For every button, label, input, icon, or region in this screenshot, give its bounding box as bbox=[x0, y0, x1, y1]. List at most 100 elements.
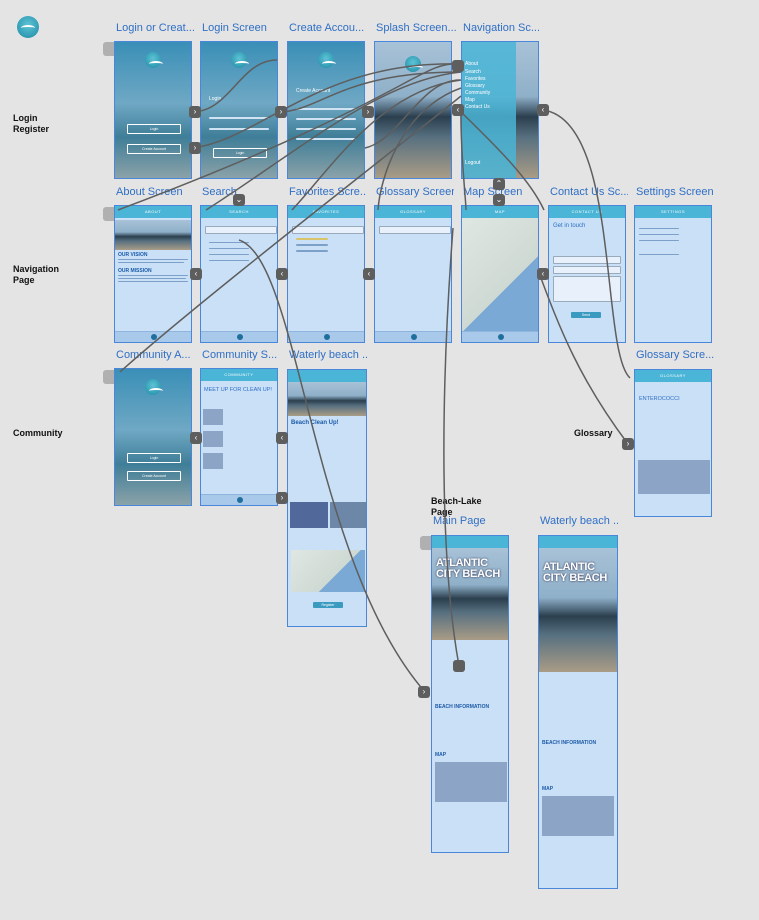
app-logo-small bbox=[318, 52, 336, 68]
frame-settings-screen[interactable]: SETTINGS bbox=[634, 205, 712, 343]
login-title: Login bbox=[209, 96, 222, 102]
beach-information-title: BEACH INFORMATION bbox=[435, 704, 490, 710]
glossary-header: GLOSSARY bbox=[400, 209, 426, 214]
meetup-title: MEET UP FOR CLEAN UP! bbox=[204, 387, 272, 393]
frame-map-screen[interactable]: MAP bbox=[461, 205, 539, 343]
frame-community-a[interactable]: Login Create Account bbox=[114, 368, 192, 506]
chevron-left-icon[interactable]: ‹ bbox=[276, 432, 288, 444]
community-login-button[interactable]: Login bbox=[127, 453, 181, 463]
frame-glossary-screen-top[interactable]: GLOSSARY bbox=[374, 205, 452, 343]
frame-title-navigation-screen: Navigation Sc... bbox=[463, 22, 539, 34]
frame-navigation-screen[interactable]: About Search Favorites Glossary Communit… bbox=[461, 41, 539, 179]
frame-waterly-beach-top[interactable]: Beach Clean Up! Register bbox=[287, 369, 367, 627]
beach-cleanup-title: Beach Clean Up! bbox=[291, 420, 339, 426]
search-input[interactable] bbox=[205, 226, 277, 234]
chevron-right-icon[interactable]: › bbox=[189, 142, 201, 154]
frame-title-contact-us: Contact Us Sc... bbox=[550, 186, 628, 198]
link-node[interactable] bbox=[453, 660, 465, 672]
glossary-search-input[interactable] bbox=[379, 226, 451, 234]
chevron-right-icon[interactable]: › bbox=[276, 492, 288, 504]
chevron-left-icon[interactable]: ‹ bbox=[452, 104, 464, 116]
send-button[interactable]: Send bbox=[571, 312, 601, 318]
home-icon[interactable] bbox=[151, 334, 157, 340]
bottom-nav[interactable] bbox=[201, 331, 277, 342]
map-view[interactable] bbox=[462, 218, 538, 332]
home-icon[interactable] bbox=[411, 334, 417, 340]
frame-favorites-screen[interactable]: FAVORITES bbox=[287, 205, 365, 343]
home-icon[interactable] bbox=[498, 334, 504, 340]
nav-menu-search[interactable]: Search bbox=[465, 69, 481, 75]
bottom-nav[interactable] bbox=[462, 331, 538, 342]
chevron-right-icon[interactable]: › bbox=[275, 106, 287, 118]
login-submit-button[interactable]: Login bbox=[213, 148, 267, 158]
app-logo-small bbox=[231, 52, 249, 68]
contact-name-field[interactable] bbox=[553, 256, 621, 264]
frame-search[interactable]: SEARCH bbox=[200, 205, 278, 343]
chevron-left-icon[interactable]: ‹ bbox=[537, 104, 549, 116]
home-icon[interactable] bbox=[237, 334, 243, 340]
login-button[interactable]: Login bbox=[127, 124, 181, 134]
app-logo-small bbox=[145, 52, 163, 68]
nav-menu-map[interactable]: Map bbox=[465, 97, 475, 103]
nav-menu-favorites[interactable]: Favorites bbox=[465, 76, 486, 82]
nav-menu-glossary[interactable]: Glossary bbox=[465, 83, 485, 89]
about-our-vision: OUR VISION bbox=[118, 252, 148, 258]
chevron-right-icon[interactable]: › bbox=[622, 438, 634, 450]
chevron-right-icon[interactable]: › bbox=[418, 686, 430, 698]
create-account-button[interactable]: Create Account bbox=[127, 144, 181, 154]
frame-login-or-create[interactable]: Login Create Account bbox=[114, 41, 192, 179]
map-header: MAP bbox=[494, 209, 506, 214]
frame-title-splash-screen: Splash Screen... bbox=[376, 22, 456, 34]
frame-main-page[interactable]: ATLANTIC CITY BEACH BEACH INFORMATION MA… bbox=[431, 535, 509, 853]
frame-waterly-beach-bottom[interactable]: ATLANTIC CITY BEACH BEACH INFORMATION MA… bbox=[538, 535, 618, 889]
chevron-down-icon[interactable]: ⌄ bbox=[233, 194, 245, 206]
frame-title-waterly-beach-bottom: Waterly beach ... bbox=[540, 515, 618, 527]
home-icon[interactable] bbox=[237, 497, 243, 503]
chevron-left-icon[interactable]: ‹ bbox=[363, 268, 375, 280]
frame-title-login-screen: Login Screen bbox=[202, 22, 267, 34]
email-field[interactable] bbox=[296, 118, 356, 120]
nav-menu-community[interactable]: Community bbox=[465, 90, 491, 96]
frame-tab bbox=[103, 370, 115, 384]
chevron-left-icon[interactable]: ‹ bbox=[537, 268, 549, 280]
nav-menu-about[interactable]: About bbox=[465, 61, 479, 67]
frame-glossary-screen-bottom[interactable]: GLOSSARY ENTEROCOCCI bbox=[634, 369, 712, 517]
atlantic-city-title-2: ATLANTIC CITY BEACH bbox=[543, 561, 608, 584]
confirm-password-field[interactable] bbox=[296, 138, 356, 140]
name-field[interactable] bbox=[296, 108, 356, 110]
frame-title-community-s: Community S... bbox=[202, 349, 278, 361]
home-icon[interactable] bbox=[324, 334, 330, 340]
frame-title-create-account: Create Accou... bbox=[289, 22, 365, 34]
password-field[interactable] bbox=[209, 128, 269, 130]
frame-title-favorites-screen: Favorites Scre... bbox=[289, 186, 367, 198]
username-field[interactable] bbox=[209, 117, 269, 119]
community-create-account-button[interactable]: Create Account bbox=[127, 471, 181, 481]
row-label-community: Community bbox=[13, 428, 63, 438]
app-logo-small bbox=[145, 379, 163, 395]
chevron-left-icon[interactable]: ‹ bbox=[276, 268, 288, 280]
chevron-left-icon[interactable]: ‹ bbox=[190, 432, 202, 444]
community-header: COMMUNITY bbox=[224, 372, 254, 377]
chevron-right-icon[interactable]: › bbox=[362, 106, 374, 118]
register-button[interactable]: Register bbox=[313, 602, 343, 608]
frame-about-screen[interactable]: ABOUT OUR VISION OUR MISSION bbox=[114, 205, 192, 343]
frame-title-waterly-beach-top: Waterly beach ... bbox=[289, 349, 367, 361]
chevron-right-icon[interactable]: › bbox=[189, 106, 201, 118]
glossary-header-bottom: GLOSSARY bbox=[660, 373, 686, 378]
bottom-nav[interactable] bbox=[115, 331, 191, 342]
app-logo bbox=[17, 16, 39, 38]
create-account-title: Create Account bbox=[296, 88, 331, 94]
frame-title-glossary-screen-top: Glossary Screen bbox=[376, 186, 454, 198]
chevron-left-icon[interactable]: ‹ bbox=[190, 268, 202, 280]
bottom-nav[interactable] bbox=[375, 331, 451, 342]
chevron-down-icon[interactable]: ⌄ bbox=[493, 194, 505, 206]
contact-email-field[interactable] bbox=[553, 266, 621, 274]
bottom-nav[interactable] bbox=[201, 494, 277, 505]
nav-menu-logout[interactable]: Logout bbox=[465, 160, 481, 166]
frame-login-screen[interactable]: Login Login bbox=[200, 41, 278, 179]
frame-create-account[interactable]: Create Account bbox=[287, 41, 365, 179]
link-node[interactable] bbox=[452, 60, 464, 72]
bottom-nav[interactable] bbox=[288, 331, 364, 342]
nav-menu-contact-us[interactable]: Contact Us bbox=[465, 104, 490, 110]
chevron-up-icon[interactable]: ⌃ bbox=[493, 178, 505, 190]
